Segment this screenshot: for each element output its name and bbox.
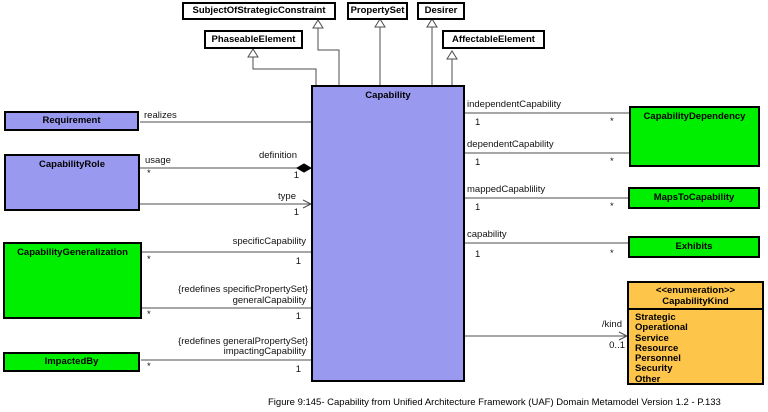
multiplicity-impacting-tgt: 1 bbox=[295, 364, 301, 375]
edge-label-independent-capability: independentCapability bbox=[467, 99, 562, 110]
multiplicity-capability-tgt: * bbox=[610, 248, 614, 259]
multiplicity-independent-src: 1 bbox=[475, 117, 481, 128]
multiplicity-kind: 0..1 bbox=[609, 340, 625, 351]
composition-diamond-icon bbox=[295, 163, 313, 173]
edge-label-realizes: realizes bbox=[144, 110, 177, 121]
multiplicity-definition: 1 bbox=[293, 170, 299, 181]
multiplicity-impacting-src: * bbox=[147, 361, 151, 372]
edge-constraint-general-capability: {redefines specificPropertySet} bbox=[178, 284, 308, 295]
edge-label-usage: usage bbox=[145, 155, 171, 166]
enum-literal: Personnel bbox=[635, 353, 681, 365]
class-label: Exhibits bbox=[675, 241, 713, 252]
multiplicity-type: 1 bbox=[293, 207, 299, 218]
class-label: Capability bbox=[365, 90, 411, 101]
class-label: CapabilityDependency bbox=[643, 111, 746, 122]
class-desirer: Desirer bbox=[417, 2, 465, 20]
enum-literal: Security bbox=[635, 363, 673, 375]
enum-literal: Resource bbox=[635, 342, 679, 354]
enum-literal: Service bbox=[635, 332, 669, 344]
generalization-triangle-icon bbox=[312, 19, 324, 29]
edge-label-impacting-capability: impactingCapability bbox=[223, 346, 306, 357]
multiplicity-usage: * bbox=[147, 168, 151, 179]
edge-label-general-capability: generalCapability bbox=[232, 295, 306, 306]
class-capability: Capability bbox=[311, 85, 465, 382]
generalization-triangle-icon bbox=[446, 50, 458, 60]
generalization-triangle-icon bbox=[374, 18, 386, 28]
enum-literal: Strategic bbox=[635, 312, 676, 323]
class-label: CapabilityRole bbox=[39, 159, 105, 170]
class-phaseable-element: PhaseableElement bbox=[204, 30, 303, 49]
class-capability-dependency: CapabilityDependency bbox=[629, 106, 760, 167]
class-label: AffectableElement bbox=[452, 33, 535, 45]
class-subject-of-strategic-constraint: SubjectOfStrategicConstraint bbox=[182, 2, 336, 20]
class-impacted-by: ImpactedBy bbox=[3, 352, 140, 372]
enum-literal: Other bbox=[635, 373, 661, 385]
class-label: PhaseableElement bbox=[211, 33, 296, 45]
edge-label-definition: definition bbox=[258, 150, 297, 161]
edge-constraint-impacting-capability: {redefines generalPropertySet} bbox=[178, 336, 308, 347]
enumeration-capability-kind: <<enumeration>> CapabilityKind Strategic… bbox=[627, 281, 764, 385]
multiplicity-general-src: * bbox=[147, 309, 151, 320]
multiplicity-general-tgt: 1 bbox=[295, 311, 301, 322]
multiplicity-mapped-src: 1 bbox=[475, 202, 481, 213]
class-property-set: PropertySet bbox=[347, 2, 408, 20]
class-label: ImpactedBy bbox=[44, 356, 99, 367]
generalization-line-phaseableelement bbox=[252, 57, 317, 85]
class-label: PropertySet bbox=[350, 5, 405, 16]
class-capability-role: CapabilityRole bbox=[4, 154, 140, 211]
class-affectable-element: AffectableElement bbox=[442, 30, 545, 49]
multiplicity-dependent-tgt: * bbox=[610, 156, 614, 167]
edge-label-specific-capability: specificCapability bbox=[232, 236, 306, 247]
multiplicity-capability-src: 1 bbox=[475, 249, 481, 260]
class-exhibits: Exhibits bbox=[628, 236, 760, 258]
enumeration-literals: Strategic Operational Service Resource P… bbox=[629, 310, 762, 385]
edge-label-dependent-capability: dependentCapability bbox=[467, 139, 554, 150]
multiplicity-specific-tgt: 1 bbox=[295, 256, 301, 267]
edge-label-type: type bbox=[278, 191, 296, 202]
multiplicity-specific-src: * bbox=[147, 254, 151, 265]
edge-label-mapped-capability: mappedCapablility bbox=[467, 184, 546, 195]
enumeration-name: CapabilityKind bbox=[662, 296, 729, 307]
generalization-triangle-icon bbox=[247, 48, 259, 58]
class-capability-generalization: CapabilityGeneralization bbox=[3, 242, 142, 319]
class-label: Desirer bbox=[424, 5, 458, 16]
enumeration-stereotype: <<enumeration>> bbox=[655, 285, 736, 296]
multiplicity-dependent-src: 1 bbox=[475, 157, 481, 168]
multiplicity-independent-tgt: * bbox=[610, 116, 614, 127]
generalization-line-subjectofstrategicconstraint bbox=[317, 28, 340, 85]
class-label: SubjectOfStrategicConstraint bbox=[192, 5, 326, 16]
multiplicity-mapped-tgt: * bbox=[610, 201, 614, 212]
enumeration-header: <<enumeration>> CapabilityKind bbox=[629, 283, 762, 310]
edge-label-kind: /kind bbox=[601, 319, 622, 330]
class-label: Requirement bbox=[42, 115, 101, 126]
class-requirement: Requirement bbox=[4, 111, 139, 131]
edge-label-capability-exhibits: capability bbox=[467, 229, 507, 240]
generalization-triangle-icon bbox=[426, 18, 438, 28]
figure-caption: Figure 9:145- Capability from Unified Ar… bbox=[268, 397, 721, 408]
enum-literal: Operational bbox=[635, 322, 688, 334]
class-label: CapabilityGeneralization bbox=[17, 247, 128, 258]
class-label: MapsToCapability bbox=[653, 192, 735, 203]
class-maps-to-capability: MapsToCapability bbox=[628, 187, 760, 209]
